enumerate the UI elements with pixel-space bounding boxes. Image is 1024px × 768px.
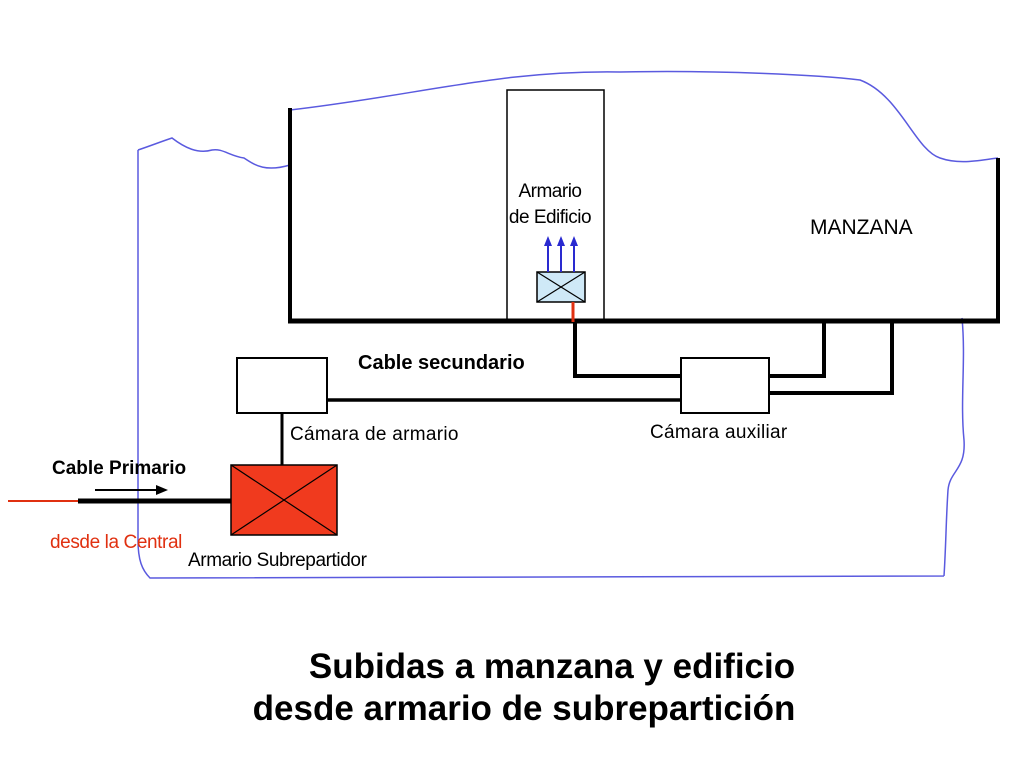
cable-primario-label: Cable Primario bbox=[52, 458, 187, 479]
camara-armario-box bbox=[236, 357, 328, 414]
slide-title-line2: desde armario de subrepartición bbox=[252, 689, 796, 728]
cable-to-manzana-1 bbox=[769, 322, 826, 378]
area-outline bbox=[137, 70, 999, 579]
cable-primario-arrow bbox=[95, 485, 168, 495]
armario-edificio-box bbox=[536, 271, 586, 303]
camara-auxiliar-box bbox=[680, 357, 770, 414]
cable-to-building bbox=[573, 322, 681, 378]
camara-auxiliar-label: Cámara auxiliar bbox=[650, 422, 788, 443]
camara-armario-label: Cámara de armario bbox=[290, 424, 459, 445]
cable-secundario-label: Cable secundario bbox=[358, 352, 525, 374]
slide-title-line1: Subidas a manzana y edificio bbox=[308, 647, 796, 686]
armario-subrepartidor-label: Armario Subrepartidor bbox=[188, 550, 367, 571]
cable-to-manzana-2 bbox=[769, 322, 894, 395]
slide-title: Subidas a manzana y edificio desde armar… bbox=[0, 646, 1024, 730]
riser-arrows bbox=[544, 236, 578, 272]
desde-central-label: desde la Central bbox=[50, 532, 182, 553]
armario-subrepartidor-box bbox=[230, 464, 338, 536]
manzana-label: MANZANA bbox=[810, 216, 913, 239]
edificio-outline bbox=[506, 89, 605, 322]
armario-edificio-label-line2: de Edificio bbox=[508, 207, 592, 228]
manzana-block bbox=[288, 108, 1000, 324]
armario-edificio-label: Armario de Edificio bbox=[503, 179, 597, 231]
armario-edificio-label-line1: Armario bbox=[518, 181, 582, 202]
